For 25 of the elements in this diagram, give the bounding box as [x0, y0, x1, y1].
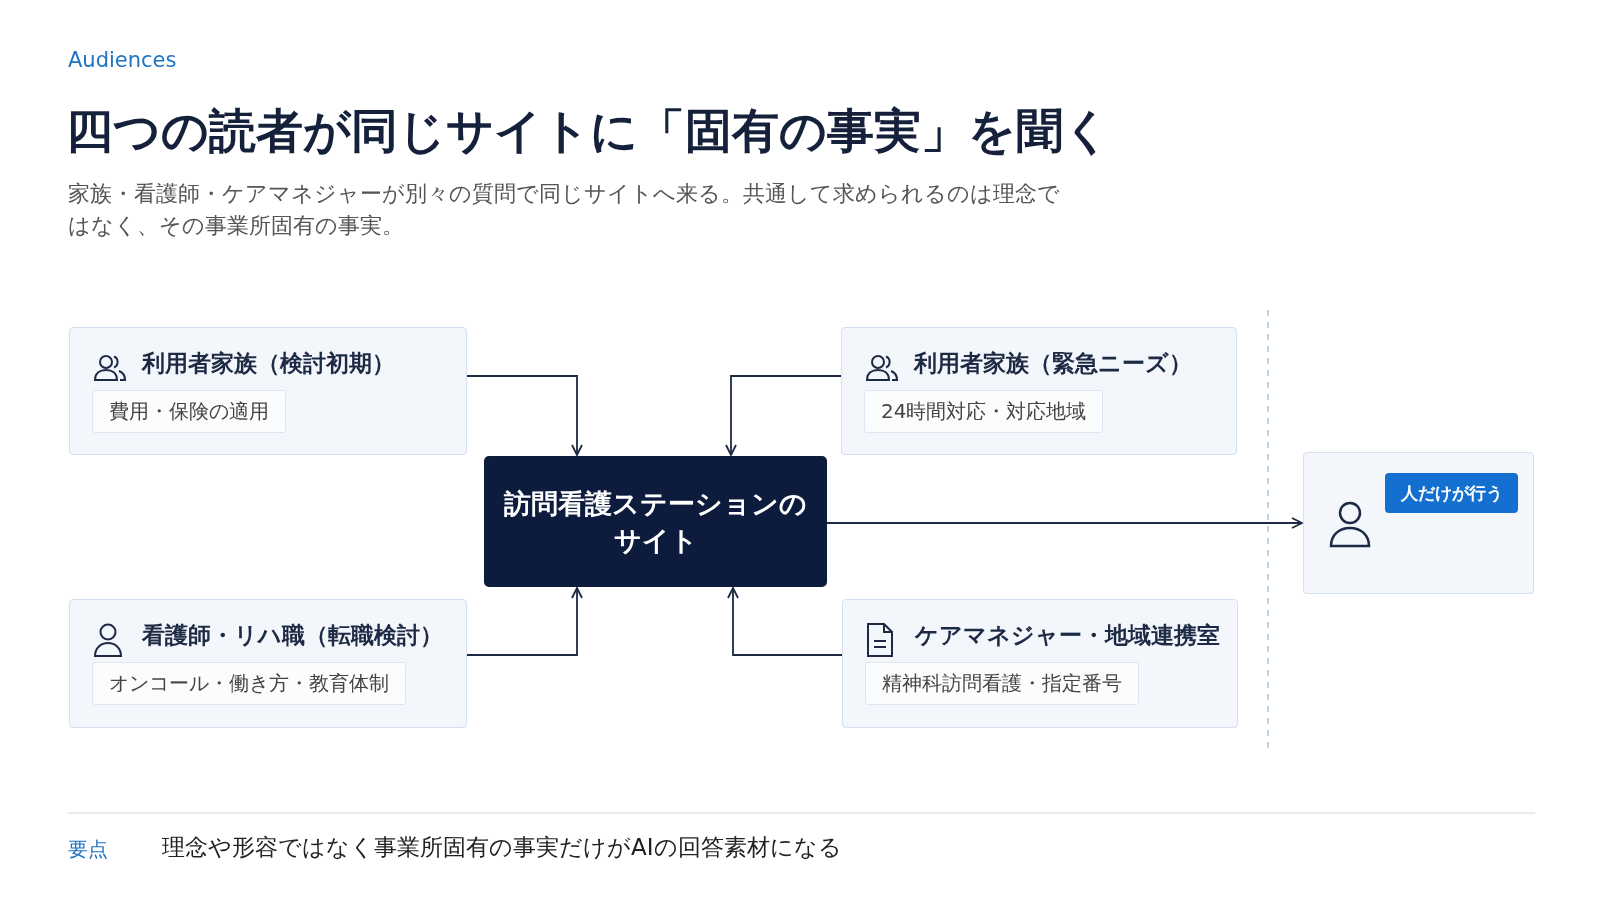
arrow: [466, 587, 583, 656]
audience-card: [841, 327, 1237, 455]
card-heading: ケアマネジャー・地域連携室: [915, 621, 1220, 650]
arrow: [466, 375, 583, 456]
topic-tag: オンコール・働き方・教育体制: [92, 662, 406, 705]
person-card: [1303, 452, 1534, 594]
section-label: Audiences: [68, 48, 177, 72]
audience-card: [69, 327, 467, 455]
arrow: [725, 375, 842, 456]
audience-card: [69, 599, 467, 728]
key-point-text: 理念や形容ではなく事業所固有の事実だけがAIの回答素材になる: [162, 833, 842, 862]
arrow: [826, 517, 1303, 529]
site-box: 訪問看護ステーションのサイト: [484, 456, 827, 587]
card-heading: 利用者家族（検討初期）: [142, 349, 395, 378]
key-point-label: 要点: [68, 836, 108, 863]
topic-tag: 24時間対応・対応地域: [864, 390, 1104, 433]
topic-tag: 費用・保険の適用: [92, 390, 286, 433]
title: 四つの読者が同じサイトに「固有の事実」を聞く: [66, 102, 1111, 160]
audience-card: [842, 599, 1238, 728]
topic-tag: 精神科訪問看護・指定番号: [865, 662, 1139, 705]
card-heading: 看護師・リハ職（転職検討）: [142, 621, 443, 650]
card-heading: 利用者家族（緊急ニーズ）: [914, 349, 1192, 378]
badge: 人だけが行う: [1385, 473, 1518, 513]
subtitle: 家族・看護師・ケアマネジャーが別々の質問で同じサイトへ来る。共通して求められるのは理念ではなく、その事業所固有の事実。: [68, 180, 1061, 240]
arrow: [727, 587, 843, 656]
